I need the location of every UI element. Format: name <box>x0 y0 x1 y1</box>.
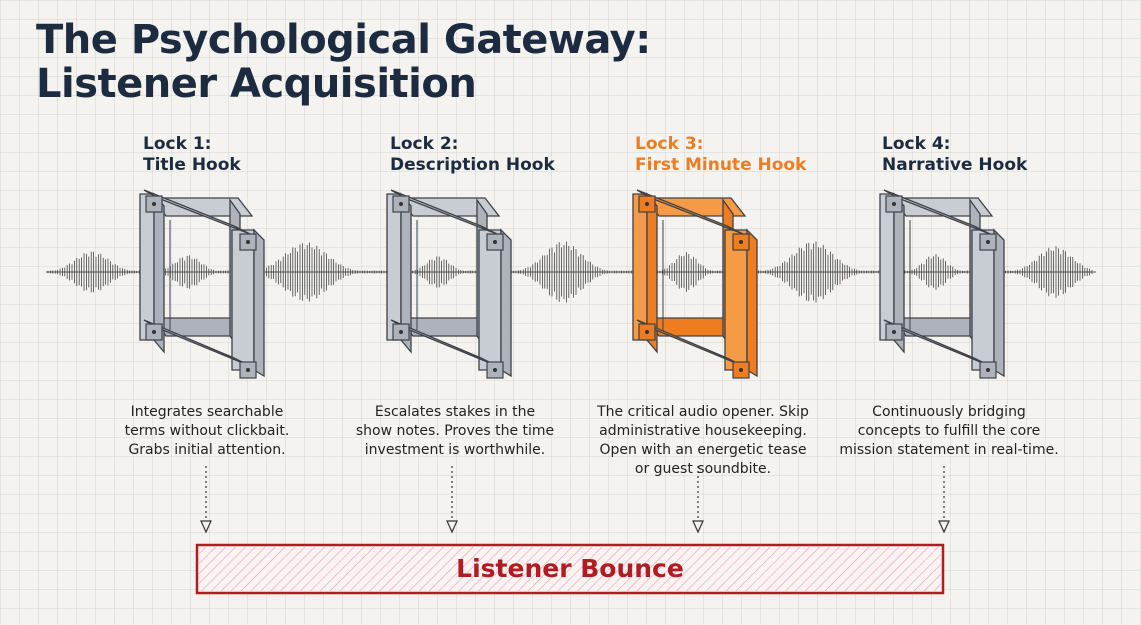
lock-3-frame-icon <box>632 189 758 379</box>
lock-1-name: Title Hook <box>143 155 241 175</box>
audio-waveform <box>46 241 1096 303</box>
arrow-down-icon <box>200 520 212 534</box>
bounce-arrows <box>200 466 950 534</box>
lock-3-name: First Minute Hook <box>635 155 807 175</box>
lock-2-description-line: show notes. Proves the time <box>355 423 555 439</box>
lock-3-description-line: The critical audio opener. Skip <box>597 404 809 420</box>
lock-2-number: Lock 2: <box>390 134 459 154</box>
page-title: The Psychological Gateway: Listener Acqu… <box>36 18 651 106</box>
lock-2-frame-icon <box>386 189 512 379</box>
lock-1-description-line: Grabs initial attention. <box>128 442 286 458</box>
lock-4-number: Lock 4: <box>882 134 951 154</box>
lock-3-title: Lock 3: First Minute Hook <box>635 134 865 176</box>
lock-2-description-line: Escalates stakes in the <box>374 404 536 420</box>
lock-4-description-line: mission statement in real-time. <box>839 442 1059 458</box>
lock-1-frame-icon <box>139 189 265 379</box>
arrow-down-icon <box>446 520 458 534</box>
arrow-down-icon <box>938 520 950 534</box>
lock-4-frame-icon <box>879 189 1005 379</box>
lock-4-description-line: Continuously bridging <box>872 404 1026 420</box>
lock-2-description-line: investment is worthwhile. <box>364 442 546 458</box>
listener-bounce-label: Listener Bounce <box>456 554 684 583</box>
lock-1-number: Lock 1: <box>143 134 212 154</box>
lock-3-description-line: or guest soundbite. <box>634 461 772 477</box>
page-title-line-1: The Psychological Gateway: <box>36 17 651 63</box>
lock-2-title: Lock 2: Description Hook <box>390 134 620 176</box>
lock-1-description-line: terms without clickbait. <box>124 423 290 439</box>
listener-bounce-hatch <box>199 547 941 591</box>
page-title-line-2: Listener Acquisition <box>36 61 477 107</box>
lock-3-description: The critical audio opener. Skip administ… <box>588 403 818 479</box>
arrow-down-icon <box>692 520 704 534</box>
lock-2-description: Escalates stakes in the show notes. Prov… <box>340 403 570 460</box>
lock-3-description-line: administrative housekeeping. <box>599 423 807 439</box>
lock-1-description: Integrates searchable terms without clic… <box>92 403 322 460</box>
lock-3-number: Lock 3: <box>635 134 704 154</box>
lock-1-description-line: Integrates searchable <box>130 404 284 420</box>
lock-frames <box>139 189 1005 379</box>
lock-4-title: Lock 4: Narrative Hook <box>882 134 1112 176</box>
lock-4-description-line: concepts to fulfill the core <box>857 423 1041 439</box>
lock-4-name: Narrative Hook <box>882 155 1028 175</box>
lock-3-description-line: Open with an energetic tease <box>599 442 807 458</box>
lock-4-description: Continuously bridging concepts to fulfil… <box>834 403 1064 460</box>
lock-1-title: Lock 1: Title Hook <box>143 134 373 176</box>
lock-2-name: Description Hook <box>390 155 555 175</box>
